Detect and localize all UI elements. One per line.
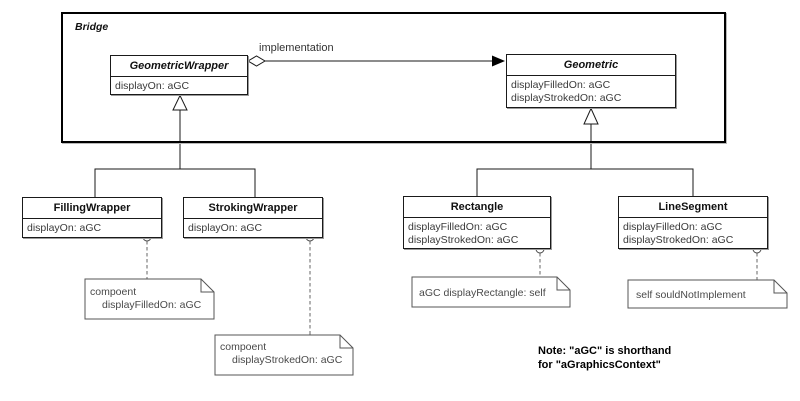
note-line: aGC displayRectangle: self [419, 287, 546, 299]
bridge-frame-label: Bridge [75, 21, 109, 33]
annotation-line: for "aGraphicsContext" [538, 359, 661, 371]
inheritance-branch-right [476, 168, 694, 196]
attribute: displayOn: aGC [27, 222, 102, 234]
class-rectangle-attributes: displayFilledOn: aGC displayStrokedOn: a… [404, 218, 550, 247]
note-stroking-text: compoent displayStrokedOn: aGC [220, 341, 342, 367]
class-linesegment: LineSegment displayFilledOn: aGC display… [618, 196, 768, 249]
class-geometricwrapper: GeometricWrapper displayOn: aGC [110, 55, 248, 95]
note-fold-rectangle-icon [556, 277, 570, 291]
note-line: compoent [220, 341, 267, 353]
class-linesegment-attributes: displayFilledOn: aGC displayStrokedOn: a… [619, 218, 767, 247]
attribute: displayStrokedOn: aGC [511, 92, 622, 104]
annotation-line: Note: "aGC" is shorthand [538, 345, 672, 357]
class-strokingwrapper: StrokingWrapper displayOn: aGC [183, 197, 323, 238]
class-rectangle: Rectangle displayFilledOn: aGC displaySt… [403, 196, 551, 249]
note-linesegment-text: self souldNotImplement [636, 289, 746, 302]
note-fold-filling-icon [200, 279, 214, 293]
class-strokingwrapper-name: StrokingWrapper [184, 198, 322, 219]
class-fillingwrapper-attributes: displayOn: aGC [23, 219, 161, 235]
class-geometric-attributes: displayFilledOn: aGC displayStrokedOn: a… [507, 76, 675, 105]
attribute: displayOn: aGC [188, 222, 263, 234]
inheritance-branch-left [94, 168, 256, 197]
class-geometricwrapper-attributes: displayOn: aGC [111, 77, 247, 93]
class-geometric-name: Geometric [507, 55, 675, 76]
note-filling-text: compoent displayFilledOn: aGC [90, 286, 201, 312]
implementation-label: implementation [259, 42, 334, 54]
class-linesegment-name: LineSegment [619, 197, 767, 218]
note-line: self souldNotImplement [636, 289, 746, 301]
attribute: displayFilledOn: aGC [623, 221, 723, 233]
attribute: displayStrokedOn: aGC [623, 234, 734, 246]
shorthand-annotation: Note: "aGC" is shorthand for "aGraphicsC… [538, 344, 671, 372]
attribute: displayFilledOn: aGC [408, 221, 508, 233]
attribute: displayOn: aGC [115, 80, 190, 92]
class-strokingwrapper-attributes: displayOn: aGC [184, 219, 322, 235]
note-line: compoent [90, 286, 137, 298]
class-fillingwrapper: FillingWrapper displayOn: aGC [22, 197, 162, 238]
note-line: displayFilledOn: aGC [102, 299, 202, 311]
class-geometric: Geometric displayFilledOn: aGC displaySt… [506, 54, 676, 108]
attribute: displayFilledOn: aGC [511, 79, 611, 91]
note-fold-linesegment-icon [773, 280, 787, 294]
class-rectangle-name: Rectangle [404, 197, 550, 218]
bridge-frame: Bridge [61, 12, 726, 143]
class-geometricwrapper-name: GeometricWrapper [111, 56, 247, 77]
note-rectangle-text: aGC displayRectangle: self [419, 287, 546, 300]
note-line: displayStrokedOn: aGC [232, 354, 343, 366]
class-fillingwrapper-name: FillingWrapper [23, 198, 161, 219]
attribute: displayStrokedOn: aGC [408, 234, 519, 246]
